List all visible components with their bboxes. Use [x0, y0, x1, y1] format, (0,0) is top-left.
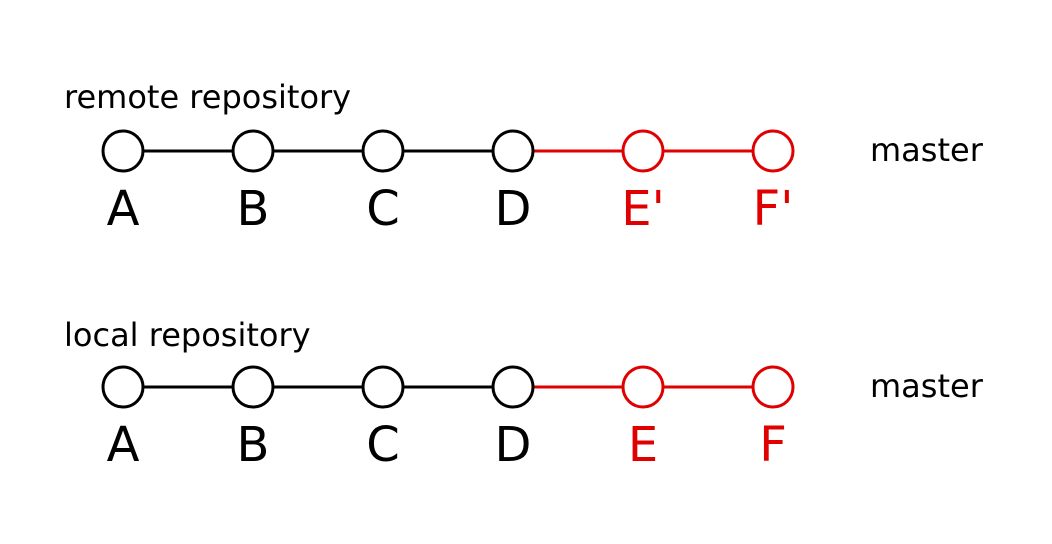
commit-node	[751, 365, 795, 409]
commit-node	[491, 129, 535, 173]
commit-node	[231, 129, 275, 173]
commit-label: C	[366, 181, 400, 237]
repository-title: remote repository	[64, 78, 351, 116]
commit-label: F	[759, 417, 787, 473]
commit-label: B	[237, 181, 270, 237]
commit-label: E	[628, 417, 658, 473]
branch-label: master	[870, 367, 984, 405]
commit-label: B	[237, 417, 270, 473]
commit-node	[231, 365, 275, 409]
repository-title: local repository	[64, 316, 311, 354]
commit-node	[751, 129, 795, 173]
commit-node	[621, 129, 665, 173]
commit-label: D	[495, 417, 532, 473]
commit-node	[101, 365, 145, 409]
commit-node	[361, 365, 405, 409]
commit-label: A	[107, 417, 140, 473]
commit-node	[621, 365, 665, 409]
commit-label: D	[495, 181, 532, 237]
commit-node	[361, 129, 405, 173]
commit-node	[101, 129, 145, 173]
branch-label: master	[870, 131, 984, 169]
commit-label: A	[107, 181, 140, 237]
commit-label: E'	[621, 181, 665, 237]
commit-node	[491, 365, 535, 409]
commit-label: F'	[753, 181, 794, 237]
commit-label: C	[366, 417, 400, 473]
